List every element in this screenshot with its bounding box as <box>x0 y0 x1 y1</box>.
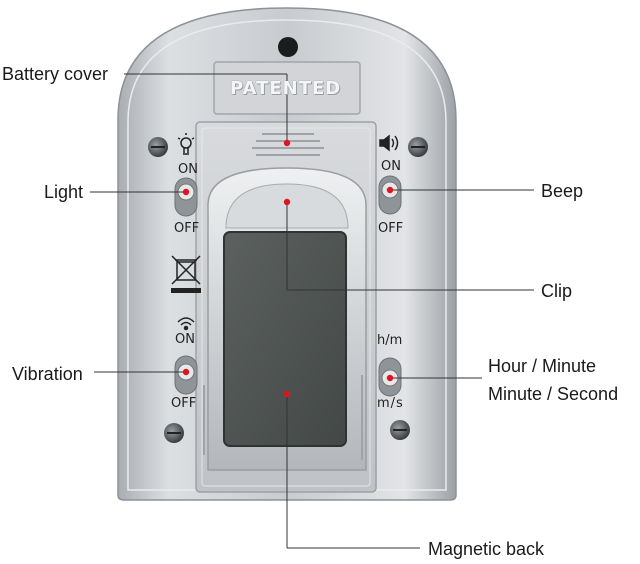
time-top-text: h/m <box>377 333 403 348</box>
beep-label: Beep <box>541 181 584 201</box>
vibration-on-text: ON <box>175 332 195 347</box>
recycle-bin-crossed-icon <box>171 255 201 293</box>
magnetic-back <box>223 231 347 447</box>
beep-off-text: OFF <box>378 221 404 236</box>
light-off-text: OFF <box>174 221 200 236</box>
time-bottom-text: m/s <box>377 396 404 411</box>
screw-bottom-left <box>164 423 184 443</box>
beep-switch[interactable] <box>378 175 402 215</box>
light-on-text: ON <box>178 162 198 177</box>
pointer-dots <box>182 139 394 398</box>
magnetic-back-label: Magnetic back <box>428 539 545 559</box>
hour-minute-label: Hour / Minute <box>488 356 597 376</box>
clip-label: Clip <box>541 281 573 301</box>
wifi-vibration-icon <box>177 317 195 331</box>
light-label: Light <box>44 182 84 202</box>
light-switch[interactable] <box>174 177 198 217</box>
vibration-off-text: OFF <box>171 396 197 411</box>
hanging-hole <box>278 37 298 57</box>
leader-lines <box>90 73 534 549</box>
vibration-label: Vibration <box>12 364 83 384</box>
battery-cover-label: Battery cover <box>2 64 109 84</box>
screw-bottom-right <box>390 420 410 440</box>
minute-second-label: Minute / Second <box>488 384 619 404</box>
screw-top-right <box>408 137 428 157</box>
light-bulb-icon <box>177 133 195 155</box>
screw-top-left <box>148 137 168 157</box>
speaker-icon <box>379 134 399 152</box>
patented-text: PATENTED <box>230 78 342 99</box>
grip-ridges <box>252 133 324 156</box>
beep-on-text: ON <box>381 159 401 174</box>
